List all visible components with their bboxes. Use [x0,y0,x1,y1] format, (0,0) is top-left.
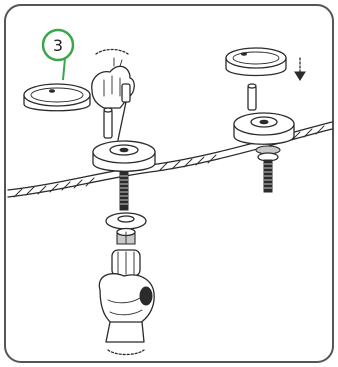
cap-right [226,48,286,76]
cap-left [24,84,90,111]
nut [117,229,135,245]
washer [106,213,146,229]
step-number: 3 [53,36,63,55]
